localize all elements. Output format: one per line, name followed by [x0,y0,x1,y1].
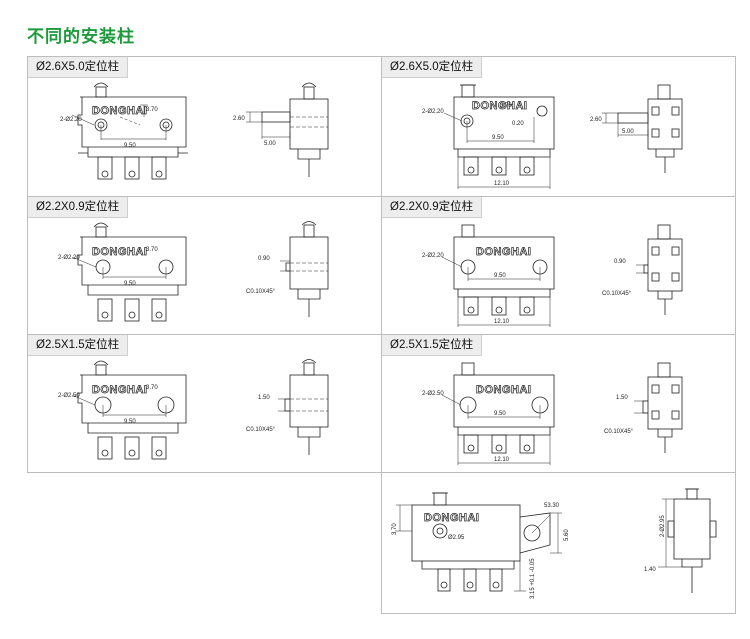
panel-drawing: DONGHAI 2-Ø2.50 9.50 12.10 1.50 C0.10X45… [422,362,683,465]
panel-4: Ø2.5X1.5定位柱 [27,334,382,473]
dim-hole: 2-Ø2.20 [60,117,82,123]
dim-spacing: 9.50 [124,281,136,287]
logo-text: DONGHAI [92,246,147,258]
dim-height: 3.70 [392,523,398,535]
dim-spacing: 9.50 [124,143,136,149]
dim-height: 3.70 [146,247,158,253]
dim-hole: 2-Ø2.50 [422,391,444,397]
dim-pin: 3.15 +0.1 -0.05 [530,558,536,599]
dim-chamfer: C0.10X45° [246,289,276,295]
panel-title: Ø2.5X1.5定位柱 [382,335,483,356]
dim-offset: 0.20 [512,121,524,127]
logo-text: DONGHAI [472,100,527,112]
dim-post: 1.50 [616,395,628,401]
logo-text: DONGHAI [424,512,479,524]
dim-post: 0.90 [258,256,270,262]
dim-hole: Ø2.95 [448,535,465,541]
dim-radius: 53.30 [544,503,560,509]
dim-hole: 2-Ø2.20 [422,109,444,115]
dim-post-dia: 2-Ø2.95 [660,515,666,537]
logo-text: DONGHAI [92,384,147,396]
dim-height: 3.70 [500,103,512,109]
panel-title: Ø2.5X1.5定位柱 [28,335,129,356]
panel-5: Ø2.5X1.5定位柱 [381,334,736,473]
logo-text: DONGHAI [476,384,531,396]
dim-chamfer: C0.10X45° [246,427,276,433]
dim-height: 3.70 [146,385,158,391]
dim-chamfer: C0.10X45° [604,429,634,435]
panel-0: Ø2.6X5.0定位柱 [27,56,382,197]
mounting-post-grid: Ø2.6X5.0定位柱 [27,56,736,614]
panel-2: Ø2.2X0.9定位柱 [27,196,382,335]
dim-post-dia: 2.60 [590,117,602,123]
panel-3: Ø2.2X0.9定位柱 [381,196,736,335]
dim-hole: 2-Ø2.50 [58,393,80,399]
page-title: 不同的安装柱 [27,27,135,46]
panel-title: Ø2.2X0.9定位柱 [28,197,129,218]
dim-post-len: 1.40 [644,567,656,573]
logo-text: DONGHAI [476,246,531,258]
dim-spacing: 9.50 [492,135,504,141]
dim-spacing: 9.50 [124,419,136,425]
panel-drawing: DONGHAI 2-Ø2.20 9.50 3.70 0.20 12.10 2.6… [422,84,683,189]
dim-spacing: 9.50 [494,273,506,279]
dim-chamfer: C0.10X45° [602,291,632,297]
panel-drawing: DONGHAI 2-Ø2.20 9.50 3.70 2.60 5.00 [60,82,329,180]
dim-width: 12.10 [494,457,510,463]
dim-post-dia: 2.60 [233,116,245,122]
dim-spacing: 9.50 [494,411,506,417]
panel-drawing: DONGHAI 2-Ø2.20 9.50 3.70 0.90 C0.10X45° [58,221,329,322]
panel-title: Ø2.2X0.9定位柱 [382,197,483,218]
dim-width: 12.10 [494,319,510,325]
dim-post: 1.50 [258,395,270,401]
panel-drawing: DONGHAI 2-Ø2.50 9.50 3.70 1.50 C0.10X45° [58,359,329,460]
dim-travel: 5.60 [564,529,570,541]
panel-bottom: DONGHAI 53.30 3.70 Ø2.95 5.60 3.15 +0.1 … [381,472,736,614]
panel-title: Ø2.6X5.0定位柱 [382,57,483,78]
dim-post-len: 5.00 [622,129,634,135]
panel-title: Ø2.6X5.0定位柱 [28,57,129,78]
dim-post: 0.90 [614,259,626,265]
dim-hole: 2-Ø2.20 [58,255,80,261]
dim-width: 12.10 [494,181,510,187]
dim-height: 3.70 [146,107,158,113]
dim-hole: 2-Ø2.20 [422,253,444,259]
logo-text: DONGHAI [92,105,147,117]
dim-post-len: 5.00 [264,141,276,147]
panel-drawing: DONGHAI 53.30 3.70 Ø2.95 5.60 3.15 +0.1 … [392,488,717,599]
panel-1: Ø2.6X5.0定位柱 [381,56,736,197]
panel-drawing: DONGHAI 2-Ø2.20 9.50 12.10 0.90 C0.10X45… [422,224,683,327]
